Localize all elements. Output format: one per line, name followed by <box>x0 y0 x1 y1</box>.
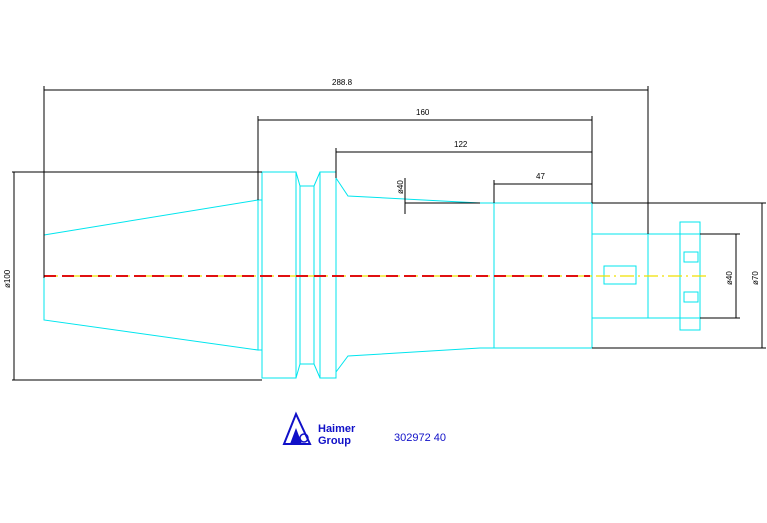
nut-notch-top <box>683 251 699 263</box>
dim-overall-length: 288.8 <box>332 78 353 87</box>
dim-diameter-left: ø100 <box>3 269 12 288</box>
dim-diameter-right: ø70 <box>751 271 760 285</box>
dim-small-annotation: ø40 <box>396 180 405 194</box>
dimension-lines <box>12 86 766 381</box>
part-number: 302972 40 <box>394 432 446 444</box>
dim-diameter-collet: ø40 <box>725 271 734 285</box>
dim-length-160: 160 <box>416 108 430 117</box>
company-logo: Haimer Group <box>282 411 356 447</box>
dim-length-47: 47 <box>536 172 545 181</box>
logo-line1: Haimer <box>318 423 356 435</box>
nut-notch-bottom <box>683 291 699 303</box>
collet-slot <box>603 265 637 285</box>
dim-length-122: 122 <box>454 140 468 149</box>
logo-line2: Group <box>318 435 351 447</box>
